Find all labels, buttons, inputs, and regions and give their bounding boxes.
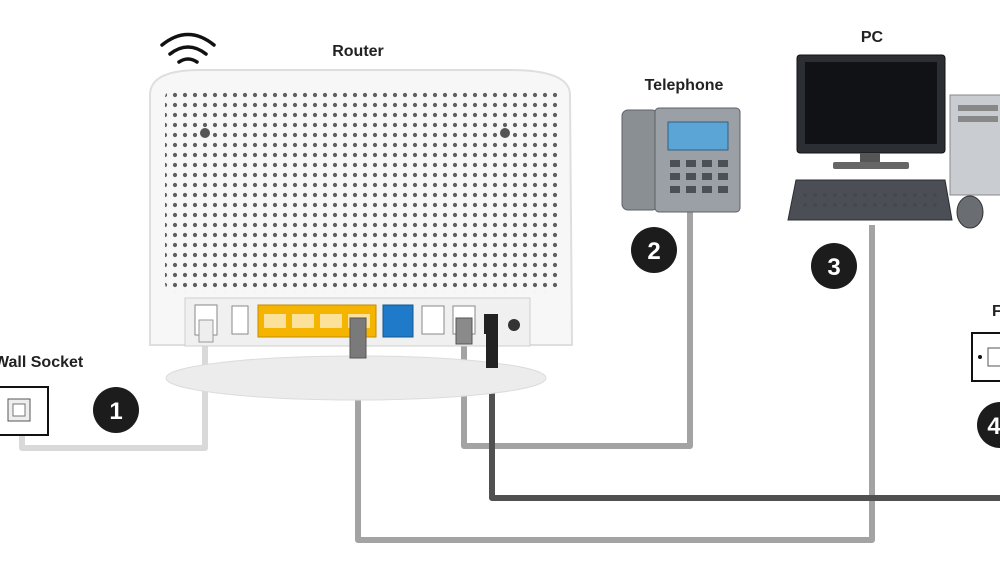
pc-tower-icon [949, 94, 1000, 196]
wifi-icon [160, 32, 216, 64]
cable-power [489, 360, 1000, 501]
step-badge-4: 4 [977, 402, 1000, 448]
power-jack [484, 314, 498, 334]
pc-label: PC [861, 29, 884, 46]
cable-pc-to-router [355, 225, 875, 543]
router-label: Router [332, 43, 384, 60]
step-badge-2: 2 [631, 227, 677, 273]
router-icon [149, 69, 574, 401]
svg-text:2: 2 [647, 238, 660, 265]
usb-port [231, 305, 249, 335]
svg-text:3: 3 [827, 254, 840, 281]
fax-device-partial [971, 332, 1000, 382]
wan-port [382, 304, 414, 338]
keyboard-icon [787, 179, 953, 221]
wall-socket-icon [0, 386, 49, 436]
telephone-icon [621, 107, 741, 213]
reset-button [508, 319, 520, 331]
step-badge-1: 1 [93, 387, 139, 433]
telephone-label: Telephone [645, 77, 724, 94]
fax-label-partial: F [992, 303, 1000, 320]
phone-port-1 [421, 305, 445, 335]
step-badge-3: 3 [811, 243, 857, 289]
svg-text:1: 1 [109, 398, 122, 425]
svg-text:4: 4 [987, 413, 1000, 440]
pc-monitor-icon [796, 54, 946, 169]
wall-socket-label: Wall Socket [0, 354, 84, 371]
mouse-icon [956, 195, 984, 229]
